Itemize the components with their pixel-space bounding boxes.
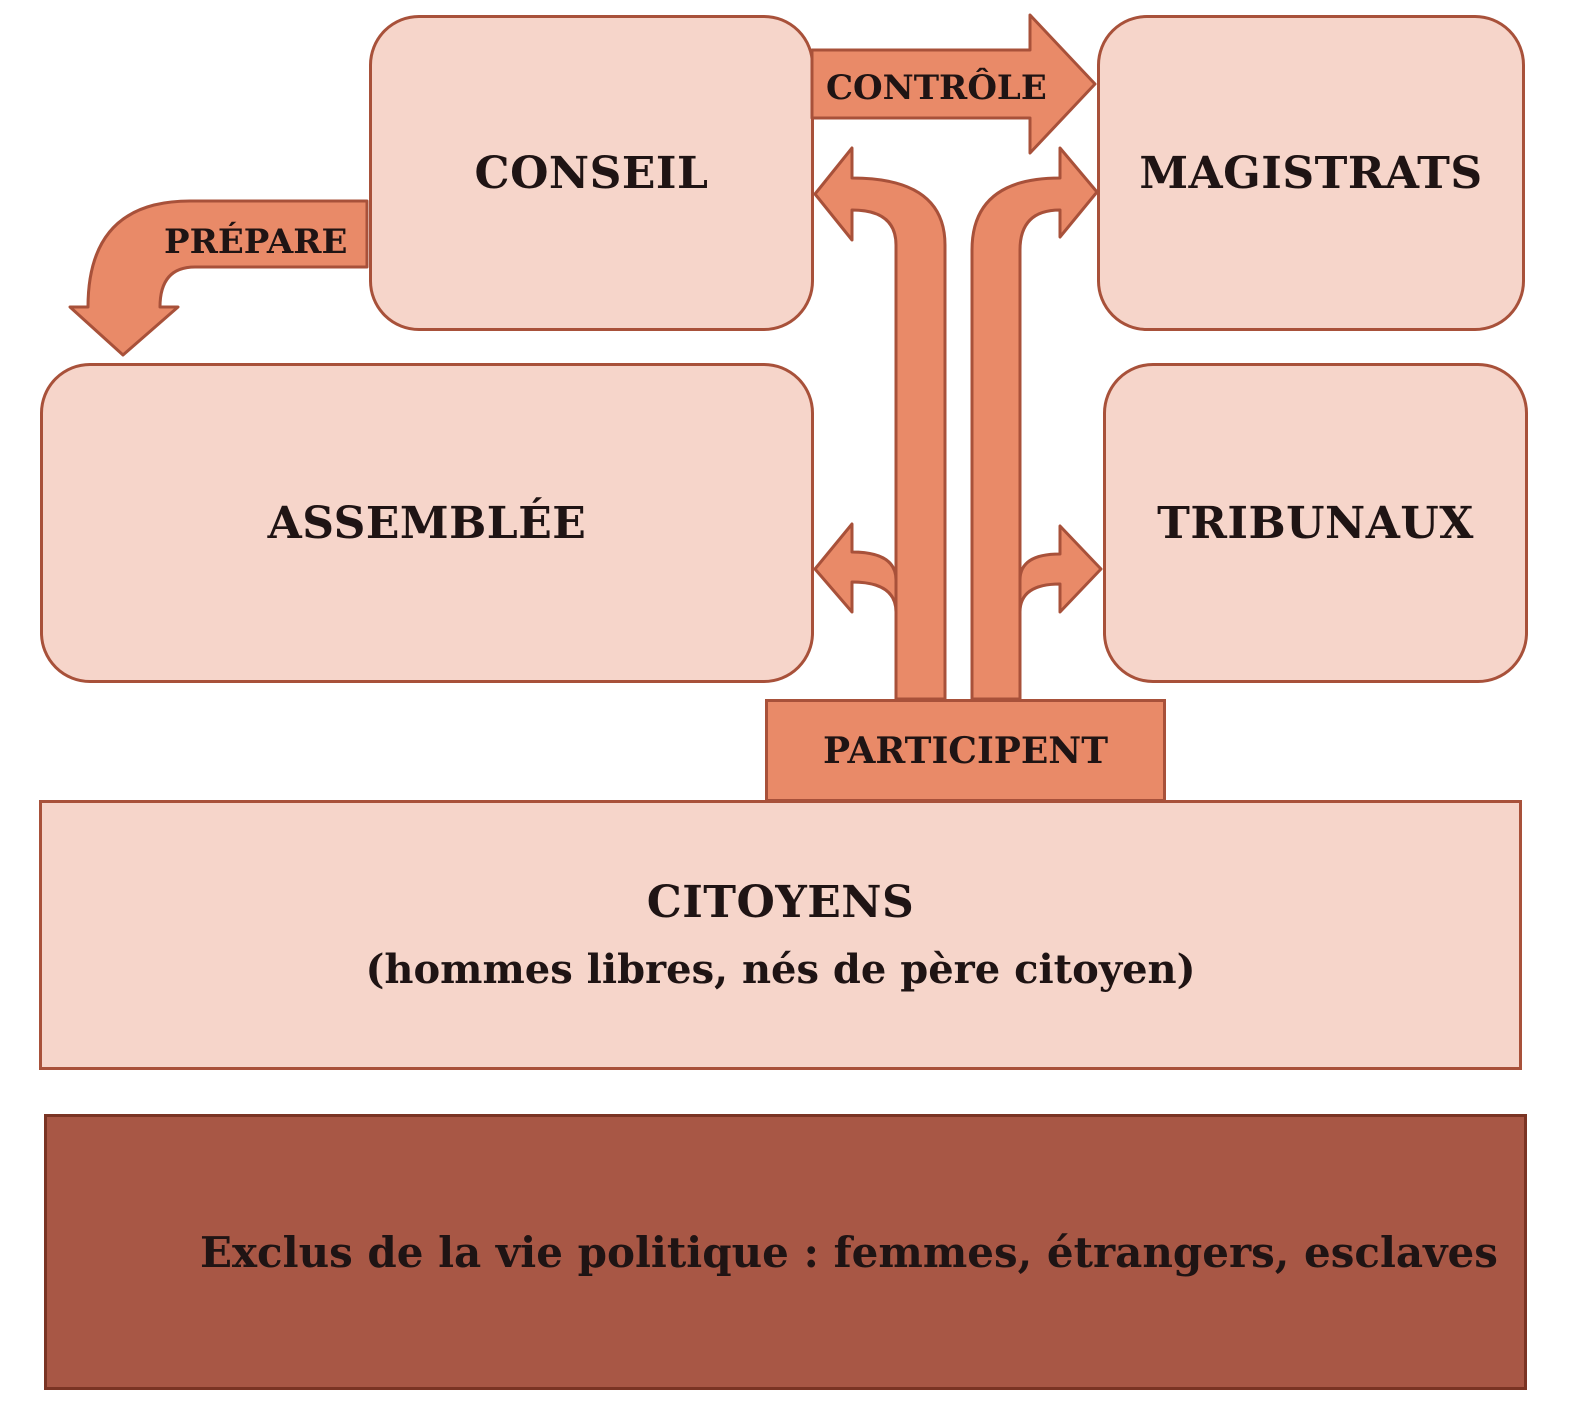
participent-to-magistrats-arrow	[970, 146, 1099, 701]
participent-to-assemblee-arrow	[813, 522, 898, 614]
magistrats-label: MAGISTRATS	[1139, 147, 1483, 199]
conseil-box: CONSEIL	[369, 15, 814, 331]
controle-arrow-label: CONTRÔLE	[826, 68, 1047, 108]
participent-box: PARTICIPENT	[765, 699, 1166, 802]
controle-arrow	[810, 13, 1097, 155]
conseil-label: CONSEIL	[474, 147, 709, 199]
citoyens-title: CITOYENS	[646, 877, 915, 928]
exclus-label: Exclus de la vie politique : femmes, étr…	[200, 1227, 1498, 1277]
prepare-arrow	[68, 199, 369, 357]
tribunaux-box: TRIBUNAUX	[1103, 363, 1528, 683]
tribunaux-label: TRIBUNAUX	[1157, 497, 1474, 549]
participent-label: PARTICIPENT	[823, 729, 1108, 772]
participent-to-conseil-arrow	[813, 146, 947, 701]
assemblee-box: ASSEMBLÉE	[40, 363, 814, 683]
citoyens-subtitle: (hommes libres, nés de père citoyen)	[365, 946, 1196, 993]
prepare-arrow-label: PRÉPARE	[164, 222, 348, 262]
exclus-box: Exclus de la vie politique : femmes, étr…	[44, 1114, 1527, 1390]
assemblee-label: ASSEMBLÉE	[267, 497, 587, 549]
participent-to-tribunaux-arrow	[1018, 524, 1103, 614]
magistrats-box: MAGISTRATS	[1097, 15, 1525, 331]
citoyens-box: CITOYENS (hommes libres, nés de père cit…	[39, 800, 1522, 1070]
